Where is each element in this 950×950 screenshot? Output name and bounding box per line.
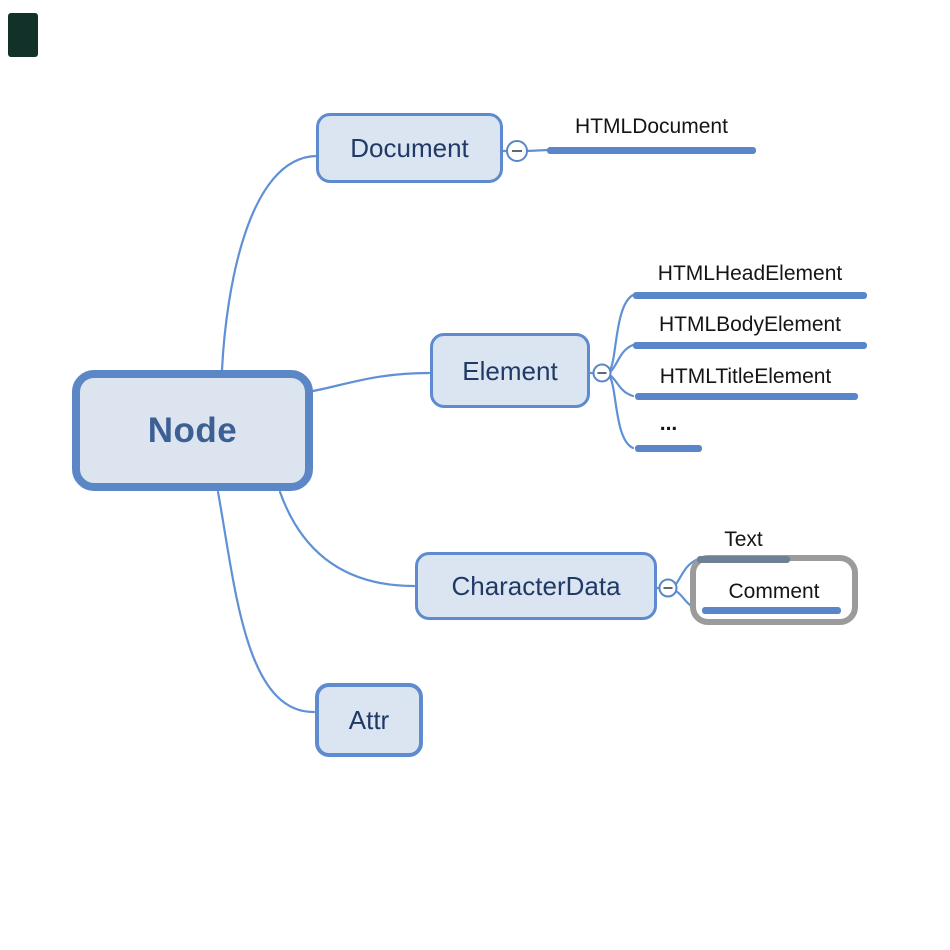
branch-line-node-document: [220, 154, 318, 372]
comment-boundary-box[interactable]: Comment: [690, 555, 858, 625]
collapse-toggle-characterdata[interactable]: [658, 578, 678, 598]
topic-htmltitleelement-label[interactable]: HTMLTitleElement: [659, 365, 832, 388]
topic-node-root[interactable]: Node: [72, 370, 313, 491]
corner-dark-rectangle: [8, 13, 38, 57]
branch-line-element-ellipsis: [608, 375, 635, 450]
topic-characterdata-label: CharacterData: [451, 571, 621, 601]
topic-text-underline[interactable]: [697, 556, 790, 563]
topic-attr-label: Attr: [348, 705, 390, 735]
branch-line-element-htmlbodyelement: [609, 343, 635, 373]
topic-document-label: Document: [350, 133, 469, 163]
branch-line-element-htmlheadelement: [608, 293, 635, 372]
topic-ellipsis-label[interactable]: ...: [659, 412, 678, 435]
topic-htmltitleelement-underline[interactable]: [635, 393, 858, 400]
topic-characterdata[interactable]: CharacterData: [415, 552, 657, 620]
topic-htmlbodyelement-label[interactable]: HTMLBodyElement: [658, 313, 842, 336]
topic-htmlheadelement-label[interactable]: HTMLHeadElement: [657, 262, 843, 285]
topic-htmldocument-label[interactable]: HTMLDocument: [575, 115, 728, 138]
branch-line-document-htmldocument: [525, 148, 550, 153]
collapse-toggle-document[interactable]: [506, 140, 528, 162]
topic-htmlheadelement-underline[interactable]: [633, 292, 867, 299]
branch-line-node-attr: [216, 490, 316, 714]
topic-element-label: Element: [462, 355, 558, 386]
topic-attr[interactable]: Attr: [315, 683, 423, 757]
topic-node-root-label: Node: [147, 410, 238, 450]
topic-comment-underline[interactable]: [702, 607, 841, 614]
topic-htmlbodyelement-underline[interactable]: [633, 342, 867, 349]
topic-htmldocument-underline[interactable]: [547, 147, 756, 154]
branch-line-node-characterdata: [278, 490, 416, 588]
topic-text-label[interactable]: Text: [724, 528, 763, 551]
topic-ellipsis-underline[interactable]: [635, 445, 702, 452]
branch-line-node-element: [311, 371, 431, 393]
topic-document[interactable]: Document: [316, 113, 503, 183]
branch-line-element-htmltitleelement: [609, 374, 635, 398]
collapse-toggle-element[interactable]: [592, 363, 612, 383]
topic-comment-label[interactable]: Comment: [728, 580, 820, 603]
topic-element[interactable]: Element: [430, 333, 590, 408]
